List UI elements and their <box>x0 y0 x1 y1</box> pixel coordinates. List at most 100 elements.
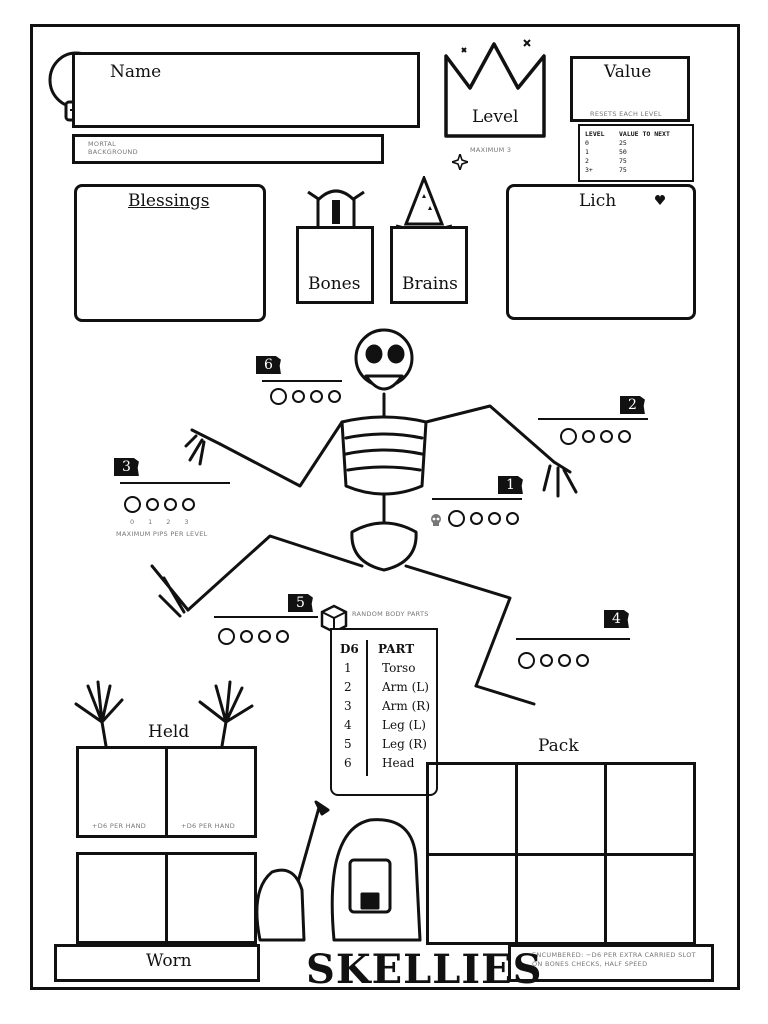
encumbered-note: ENCUMBERED: −D6 PER EXTRA CARRIED SLOT O… <box>532 951 696 968</box>
body-slot-1-line <box>432 498 522 500</box>
body-slot-2-line <box>538 418 648 420</box>
pip[interactable] <box>292 390 305 403</box>
worn-banner <box>54 944 260 982</box>
level-table-header-value: VALUE TO NEXT <box>619 130 670 138</box>
value-label: Value <box>604 62 652 82</box>
body-slot-5-line <box>214 616 318 618</box>
heart-icon <box>655 195 665 205</box>
pip-scale-value: 0 <box>130 518 135 526</box>
pip[interactable] <box>240 630 253 643</box>
lich-label: Lich <box>579 191 617 211</box>
body-slot-2-pips[interactable] <box>560 428 631 445</box>
pip-scale-value: 3 <box>184 518 189 526</box>
random-parts-roll: 4 <box>344 718 352 732</box>
name-label: Name <box>110 62 162 82</box>
level-table-cell: 25 <box>619 139 627 147</box>
pip[interactable] <box>618 430 631 443</box>
random-parts-row: 4 Leg (L) <box>340 716 430 735</box>
lich-banner <box>548 188 654 216</box>
pack-slot-6[interactable] <box>604 853 696 945</box>
skeletal-hands-icon <box>74 680 254 748</box>
pip[interactable] <box>182 498 195 511</box>
brains-field[interactable] <box>390 226 468 304</box>
pack-slot-2[interactable] <box>515 762 607 856</box>
body-slot-4-badge: 4 <box>604 610 629 628</box>
pip[interactable] <box>448 510 465 527</box>
pip[interactable] <box>506 512 519 525</box>
pip[interactable] <box>310 390 323 403</box>
pip[interactable] <box>164 498 177 511</box>
body-slot-3-pips[interactable] <box>124 496 195 513</box>
pip[interactable] <box>540 654 553 667</box>
held-slot-right[interactable] <box>165 746 257 838</box>
pip[interactable] <box>582 430 595 443</box>
pack-slot-5[interactable] <box>515 853 607 945</box>
random-parts-roll: 3 <box>344 699 352 713</box>
pip[interactable] <box>146 498 159 511</box>
pip[interactable] <box>270 388 287 405</box>
pip[interactable] <box>258 630 271 643</box>
worn-label: Worn <box>146 951 192 971</box>
value-field[interactable] <box>570 56 690 122</box>
pip[interactable] <box>576 654 589 667</box>
backpack-illustration <box>255 800 422 942</box>
random-parts-scroll <box>330 628 438 796</box>
brains-label: Brains <box>402 274 458 294</box>
body-slot-6-badge: 6 <box>256 356 281 374</box>
body-slot-5-badge: 5 <box>288 594 313 612</box>
pack-label: Pack <box>538 736 579 756</box>
body-slot-3-badge: 3 <box>114 458 139 476</box>
wizard-hat-icon <box>395 176 453 232</box>
pip[interactable] <box>218 628 235 645</box>
pip[interactable] <box>558 654 571 667</box>
random-parts-part: Head <box>382 756 415 770</box>
encumbered-banner <box>508 944 714 982</box>
pip[interactable] <box>560 428 577 445</box>
bones-label: Bones <box>308 274 361 294</box>
random-parts-divider <box>366 640 368 776</box>
random-parts-part: Arm (R) <box>382 699 430 713</box>
skellies-logo: SKELLIES <box>306 946 543 993</box>
level-table-cell: 2 <box>585 157 589 165</box>
pip-scale-value: 2 <box>166 518 171 526</box>
pip[interactable] <box>276 630 289 643</box>
crown-icon[interactable] <box>440 36 550 140</box>
pip[interactable] <box>518 652 535 669</box>
body-slot-1-badge: 1 <box>498 476 523 494</box>
random-parts-part: Leg (L) <box>382 718 426 732</box>
random-parts-header-part: PART <box>378 642 415 656</box>
body-slot-4-pips[interactable] <box>518 652 589 669</box>
level-table <box>578 124 694 182</box>
body-slot-5-pips[interactable] <box>218 628 289 645</box>
random-parts-part: Leg (R) <box>382 737 427 751</box>
pip-scale: 0 1 2 3 <box>130 518 189 526</box>
pip-scale-note: MAXIMUM PIPS PER LEVEL <box>116 530 208 538</box>
pip[interactable] <box>328 390 341 403</box>
pack-slot-4[interactable] <box>426 853 518 945</box>
body-slot-3-line <box>120 482 230 484</box>
worn-slot-right[interactable] <box>165 852 257 944</box>
mortal-background-field[interactable] <box>72 134 384 164</box>
pip[interactable] <box>470 512 483 525</box>
pip[interactable] <box>488 512 501 525</box>
bones-field[interactable] <box>296 226 374 304</box>
body-slot-1-pips[interactable] <box>448 510 519 527</box>
random-parts-part: Arm (L) <box>382 680 429 694</box>
level-table-cell: 0 <box>585 139 589 147</box>
d6-die-icon <box>320 604 348 634</box>
random-parts-roll: 1 <box>344 661 352 675</box>
pack-slot-1[interactable] <box>426 762 518 856</box>
name-field[interactable] <box>72 52 420 128</box>
value-note: RESETS EACH LEVEL <box>590 110 662 118</box>
pip[interactable] <box>124 496 141 513</box>
random-parts-roll: 2 <box>344 680 352 694</box>
body-slot-6-pips[interactable] <box>270 388 341 405</box>
random-parts-row: 2 Arm (L) <box>340 678 430 697</box>
skeleton-illustration <box>150 328 578 706</box>
mortal-background-label: MORTAL BACKGROUND <box>88 140 138 156</box>
worn-slot-left[interactable] <box>76 852 168 944</box>
pip[interactable] <box>600 430 613 443</box>
pack-slot-3[interactable] <box>604 762 696 856</box>
